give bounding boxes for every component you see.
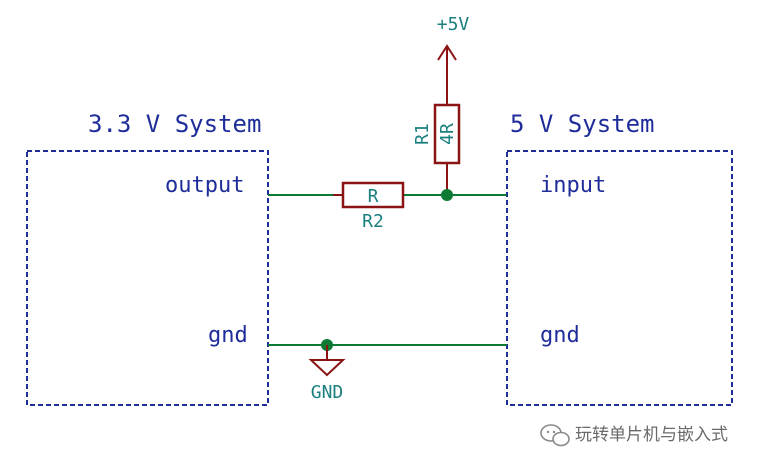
left-gnd-pin-label: gnd [208,323,248,348]
power-arrow-head [437,44,457,61]
r2-body [341,181,405,209]
left-system-title: 3.3 V System [88,110,261,138]
right-gnd-pin-label: gnd [540,323,580,348]
left-system-box [26,150,269,406]
power-label: +5V [437,14,470,35]
gnd-symbol-triangle [308,359,346,377]
right-system-title: 5 V System [510,110,655,138]
signal-junction-dot [441,189,453,201]
left-output-pin-label: output [165,173,244,198]
r1-ref-label: R1 [412,123,433,145]
r2-value-label: R [368,186,379,207]
watermark-text: 玩转单片机与嵌入式 [575,425,728,445]
r2-ref-label: R2 [362,211,384,232]
chat-bubbles-icon [540,424,570,447]
gnd-label: GND [311,382,344,403]
right-system-box [506,150,733,406]
r1-value-label: 4R [437,123,458,145]
right-input-pin-label: input [540,173,606,198]
